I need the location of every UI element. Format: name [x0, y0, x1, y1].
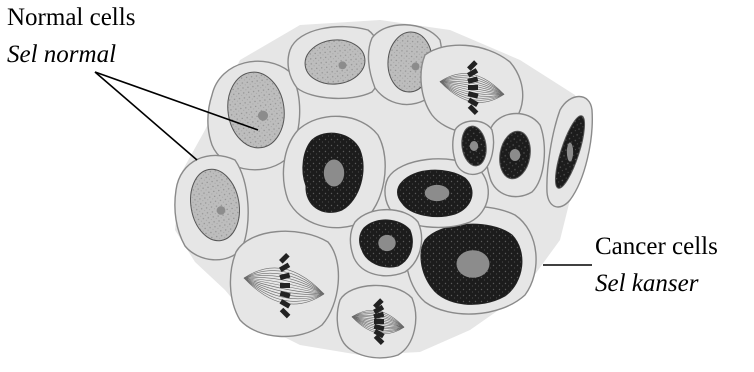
cancer-cells-label-malay: Sel kanser [595, 270, 698, 298]
normal-cell-left [175, 155, 248, 259]
cancer-cell-bottom [350, 210, 421, 276]
normal-cell-top-middle [288, 27, 381, 99]
cancer-cell-right-nucleolus [510, 149, 521, 161]
normal-cell-left-nucleolus [217, 206, 226, 215]
normal-cells-label-malay: Sel normal [7, 41, 116, 69]
cancer-cell-middle-nucleolus [425, 185, 450, 201]
cancer-cell-center [283, 116, 385, 227]
cancer-cells-label: Cancer cells [595, 233, 718, 261]
cancer-cell-lower-right-nucleolus [470, 141, 478, 151]
normal-cell-top-right-nucleolus [412, 63, 420, 71]
normal-cell-top-middle-nucleolus [339, 61, 347, 69]
cancer-cell-large-nucleolus [457, 250, 490, 278]
cancer-cell-center-nucleolus [324, 160, 344, 187]
normal-cells-label: Normal cells [7, 4, 135, 32]
dividing-cell-bottom-middle [337, 285, 416, 357]
normal-cells-leader-line-2 [95, 72, 197, 160]
cancer-cell-far-right-nucleolus [567, 143, 573, 162]
cancer-cell-bottom-nucleolus [378, 235, 395, 251]
dividing-cell-bottom-left [230, 231, 338, 336]
cancer-cell-right [486, 114, 544, 197]
cancer-cell-lower-right [453, 121, 494, 174]
normal-cell-top-left-nucleolus [258, 111, 268, 121]
